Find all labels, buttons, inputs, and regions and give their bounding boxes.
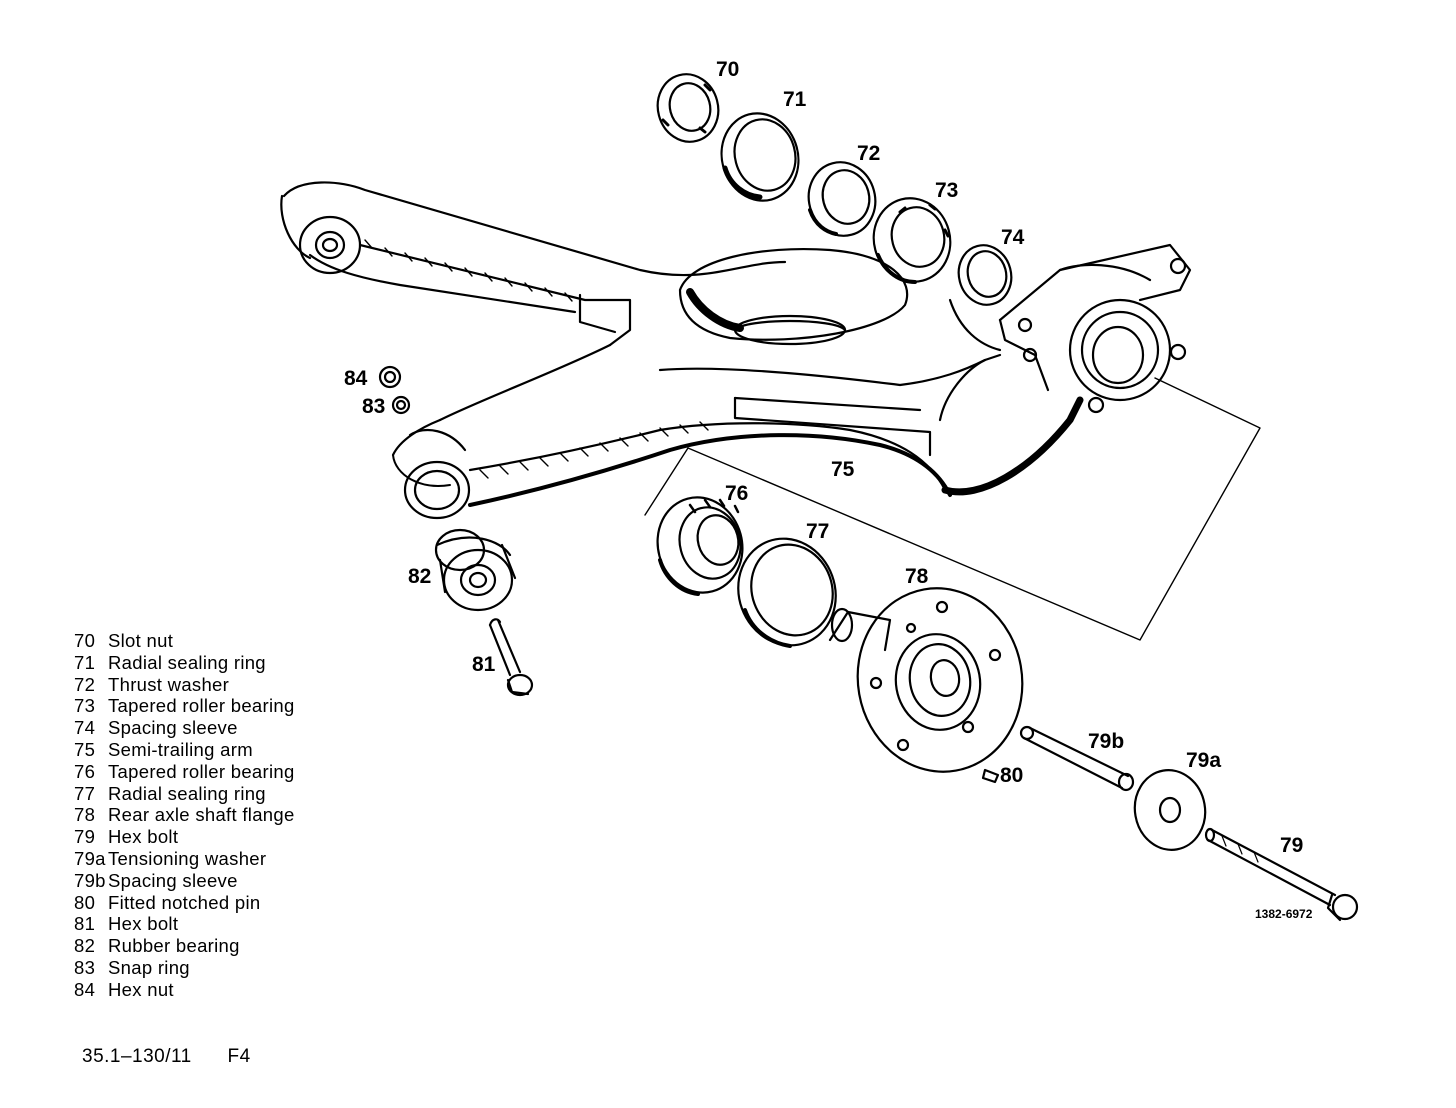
semi-trailing-arm-75 <box>280 181 1192 507</box>
legend-item: 79 Hex bolt <box>74 826 295 848</box>
legend-item: 82 Rubber bearing <box>74 935 295 957</box>
legend-label: Tapered roller bearing <box>108 695 295 717</box>
legend-item: 76 Tapered roller bearing <box>74 761 295 783</box>
legend-item: 73 Tapered roller bearing <box>74 695 295 717</box>
legend-item: 80 Fitted notched pin <box>74 892 295 914</box>
rubber-bearing-82 <box>434 528 517 612</box>
legend-number: 79b <box>74 869 106 891</box>
callout-79: 79 <box>1280 834 1303 857</box>
legend-label: Rear axle shaft flange <box>108 804 295 826</box>
legend-label: Radial sealing ring <box>108 782 266 804</box>
legend-item: 74 Spacing sleeve <box>74 717 295 739</box>
legend-item: 72 Thrust washer <box>74 674 295 696</box>
hex-bolt-81 <box>488 618 534 697</box>
callout-81: 81 <box>472 653 496 676</box>
legend-number: 79 <box>74 826 96 848</box>
legend-label: Hex bolt <box>108 913 179 935</box>
legend-number: 82 <box>74 935 96 957</box>
rear-axle-shaft-flange-78 <box>828 587 1024 773</box>
legend-number: 83 <box>74 956 96 978</box>
callout-75: 75 <box>831 458 855 481</box>
legend-item: 77 Radial sealing ring <box>74 783 295 805</box>
legend-item: 78 Rear axle shaft flange <box>74 804 295 826</box>
figure-label: F4 <box>227 1046 251 1067</box>
callout-73: 73 <box>935 179 958 202</box>
legend-label: Rubber bearing <box>108 935 240 957</box>
callout-83: 83 <box>362 395 385 418</box>
legend-label: Tensioning washer <box>108 847 267 869</box>
tapered-roller-bearing-73 <box>872 197 952 284</box>
arm-hatching <box>364 239 709 479</box>
drawing-code: 1382-6972 <box>1255 907 1313 921</box>
callout-82: 82 <box>408 565 431 588</box>
hex-nut-84 <box>378 365 402 389</box>
slot-nut-70 <box>656 73 720 143</box>
fitted-notched-pin-80 <box>981 768 1000 784</box>
tapered-roller-bearing-76 <box>656 496 744 596</box>
callout-71: 71 <box>783 88 807 111</box>
radial-sealing-ring-77 <box>737 537 837 648</box>
legend-item: 75 Semi-trailing arm <box>74 739 295 761</box>
legend-number: 75 <box>74 738 96 760</box>
legend-label: Semi-trailing arm <box>108 738 253 760</box>
legend-number: 79a <box>74 847 106 869</box>
legend-label: Spacing sleeve <box>108 869 238 891</box>
legend-item: 70 Slot nut <box>74 630 295 652</box>
legend-number: 78 <box>74 804 96 826</box>
legend-number: 74 <box>74 717 96 739</box>
legend-number: 72 <box>74 673 96 695</box>
callout-77: 77 <box>806 520 829 543</box>
callout-80: 80 <box>1000 764 1023 787</box>
legend-label: Slot nut <box>108 630 174 651</box>
callout-72: 72 <box>857 142 880 165</box>
callout-74: 74 <box>1001 226 1025 249</box>
legend-number: 81 <box>74 913 96 935</box>
legend-label: Hex bolt <box>108 826 179 848</box>
legend-label: Radial sealing ring <box>108 651 266 673</box>
thrust-washer-72 <box>807 161 877 237</box>
legend-number: 84 <box>74 978 96 1000</box>
legend-number: 77 <box>74 782 96 804</box>
legend-label: Tapered roller bearing <box>108 760 295 782</box>
radial-sealing-ring-71 <box>720 112 800 202</box>
spacing-sleeve-74 <box>957 244 1013 306</box>
legend-label: Spacing sleeve <box>108 717 238 739</box>
legend-number: 73 <box>74 695 96 717</box>
legend-number: 71 <box>74 651 96 673</box>
callout-76: 76 <box>725 482 748 505</box>
tensioning-washer-79a <box>1133 769 1207 851</box>
legend-item: 84 Hex nut <box>74 979 295 1001</box>
callout-79b: 79b <box>1088 730 1124 753</box>
legend-item: 83 Snap ring <box>74 957 295 979</box>
footer: 35.1–130/11 F4 <box>82 1046 251 1068</box>
callout-70: 70 <box>716 58 739 81</box>
arm-front-bushing <box>403 460 471 520</box>
snap-ring-83 <box>391 395 411 415</box>
legend-label: Thrust washer <box>108 673 230 695</box>
legend-number: 80 <box>74 891 96 913</box>
legend-label: Hex nut <box>108 978 174 1000</box>
hex-bolt-79 <box>1204 827 1359 922</box>
legend-label: Snap ring <box>108 956 190 978</box>
legend-item: 81 Hex bolt <box>74 913 295 935</box>
spacing-sleeve-79b <box>1019 725 1135 792</box>
figure-reference: 35.1–130/11 <box>82 1046 192 1067</box>
legend-label: Fitted notched pin <box>108 891 261 913</box>
callout-84: 84 <box>344 367 368 390</box>
legend-number: 76 <box>74 760 96 782</box>
legend-item: 71 Radial sealing ring <box>74 652 295 674</box>
callout-78: 78 <box>905 565 929 588</box>
callout-79a: 79a <box>1186 749 1221 772</box>
assembly-bracket <box>644 377 1261 641</box>
legend-number: 70 <box>74 630 96 651</box>
